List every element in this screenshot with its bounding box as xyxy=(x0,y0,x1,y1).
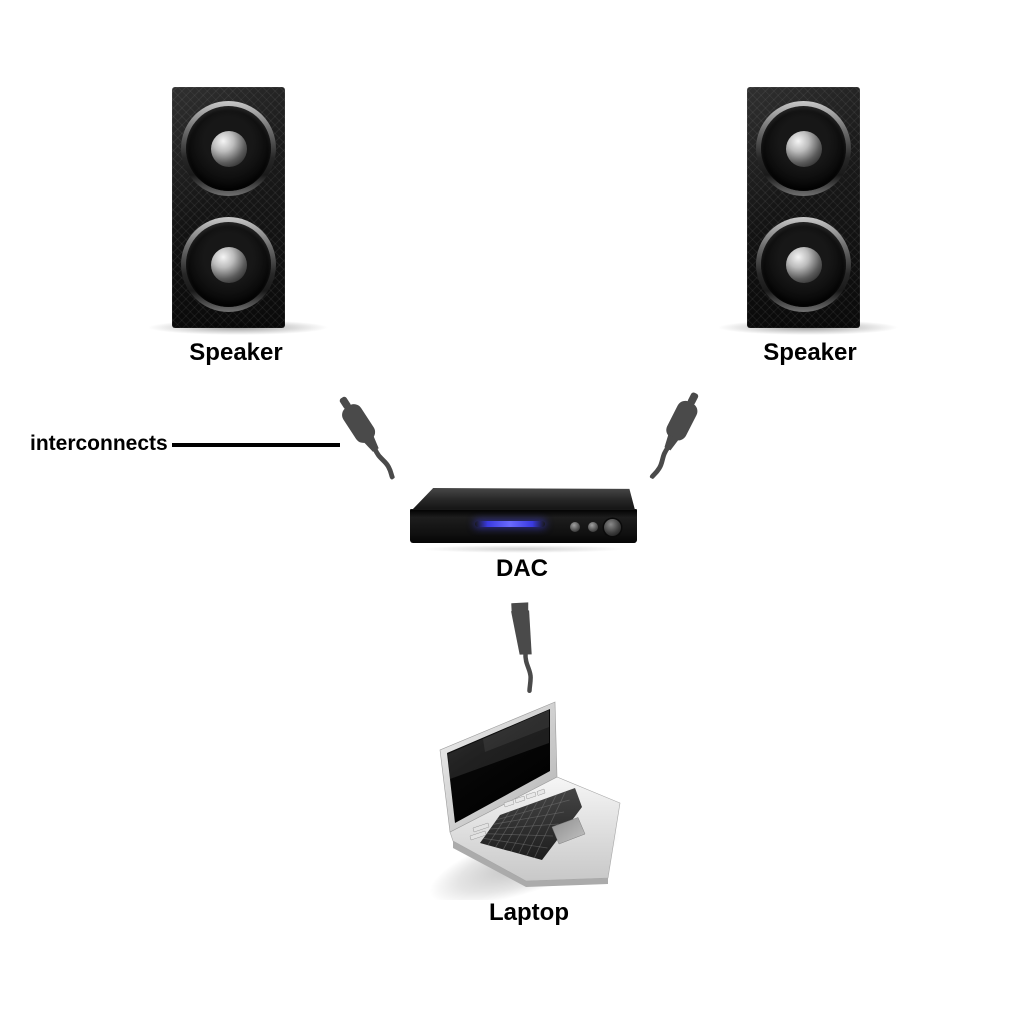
speaker-left-illustration xyxy=(172,87,285,328)
keyboard-columns xyxy=(487,791,566,859)
function-key xyxy=(503,799,515,808)
function-key xyxy=(525,791,537,800)
usb-cable-plug-icon xyxy=(501,600,548,695)
speaker-cone xyxy=(761,222,846,307)
dac-label: DAC xyxy=(496,555,548,582)
laptop-base-edge xyxy=(453,841,608,887)
dac-illustration xyxy=(405,487,640,553)
speaker-dome xyxy=(210,246,247,283)
function-key xyxy=(514,795,526,804)
speaker-left-shadow xyxy=(148,320,328,335)
speaker-dome xyxy=(785,130,822,167)
speaker-cone xyxy=(186,106,271,191)
function-key xyxy=(536,788,546,796)
dac-shadow xyxy=(420,545,625,553)
dac-front-panel xyxy=(410,509,637,543)
dac-button-icon xyxy=(588,522,598,532)
speaker-driver-icon xyxy=(181,101,276,196)
laptop-label: Laptop xyxy=(489,899,569,926)
speaker-cone xyxy=(186,222,271,307)
laptop-touchpad xyxy=(551,817,586,845)
laptop-illustration xyxy=(425,695,635,906)
speaker-dome xyxy=(210,130,247,167)
speaker-right-illustration xyxy=(747,87,860,328)
speaker-right-label: Speaker xyxy=(763,339,857,366)
speaker-dome xyxy=(785,246,822,283)
dac-volume-knob-icon xyxy=(604,519,621,536)
laptop-screen xyxy=(447,709,550,823)
dac-button-icon xyxy=(570,522,580,532)
screen-gloss xyxy=(483,710,549,752)
dac-top-panel xyxy=(412,488,635,510)
interconnect-plug-left-icon xyxy=(324,386,412,489)
speaker-driver-icon xyxy=(756,217,851,312)
interconnect-plug-right-icon xyxy=(633,384,714,489)
dac-led-display xyxy=(475,521,545,527)
side-button xyxy=(472,822,490,833)
side-button xyxy=(469,830,487,841)
screen-gloss xyxy=(448,710,549,779)
speaker-left-label: Speaker xyxy=(189,339,283,366)
speaker-driver-icon xyxy=(181,217,276,312)
interconnects-pointer-line xyxy=(172,443,340,447)
speaker-driver-icon xyxy=(756,101,851,196)
interconnects-label: interconnects xyxy=(30,432,168,455)
speaker-cone xyxy=(761,106,846,191)
speaker-right-shadow xyxy=(718,320,898,335)
